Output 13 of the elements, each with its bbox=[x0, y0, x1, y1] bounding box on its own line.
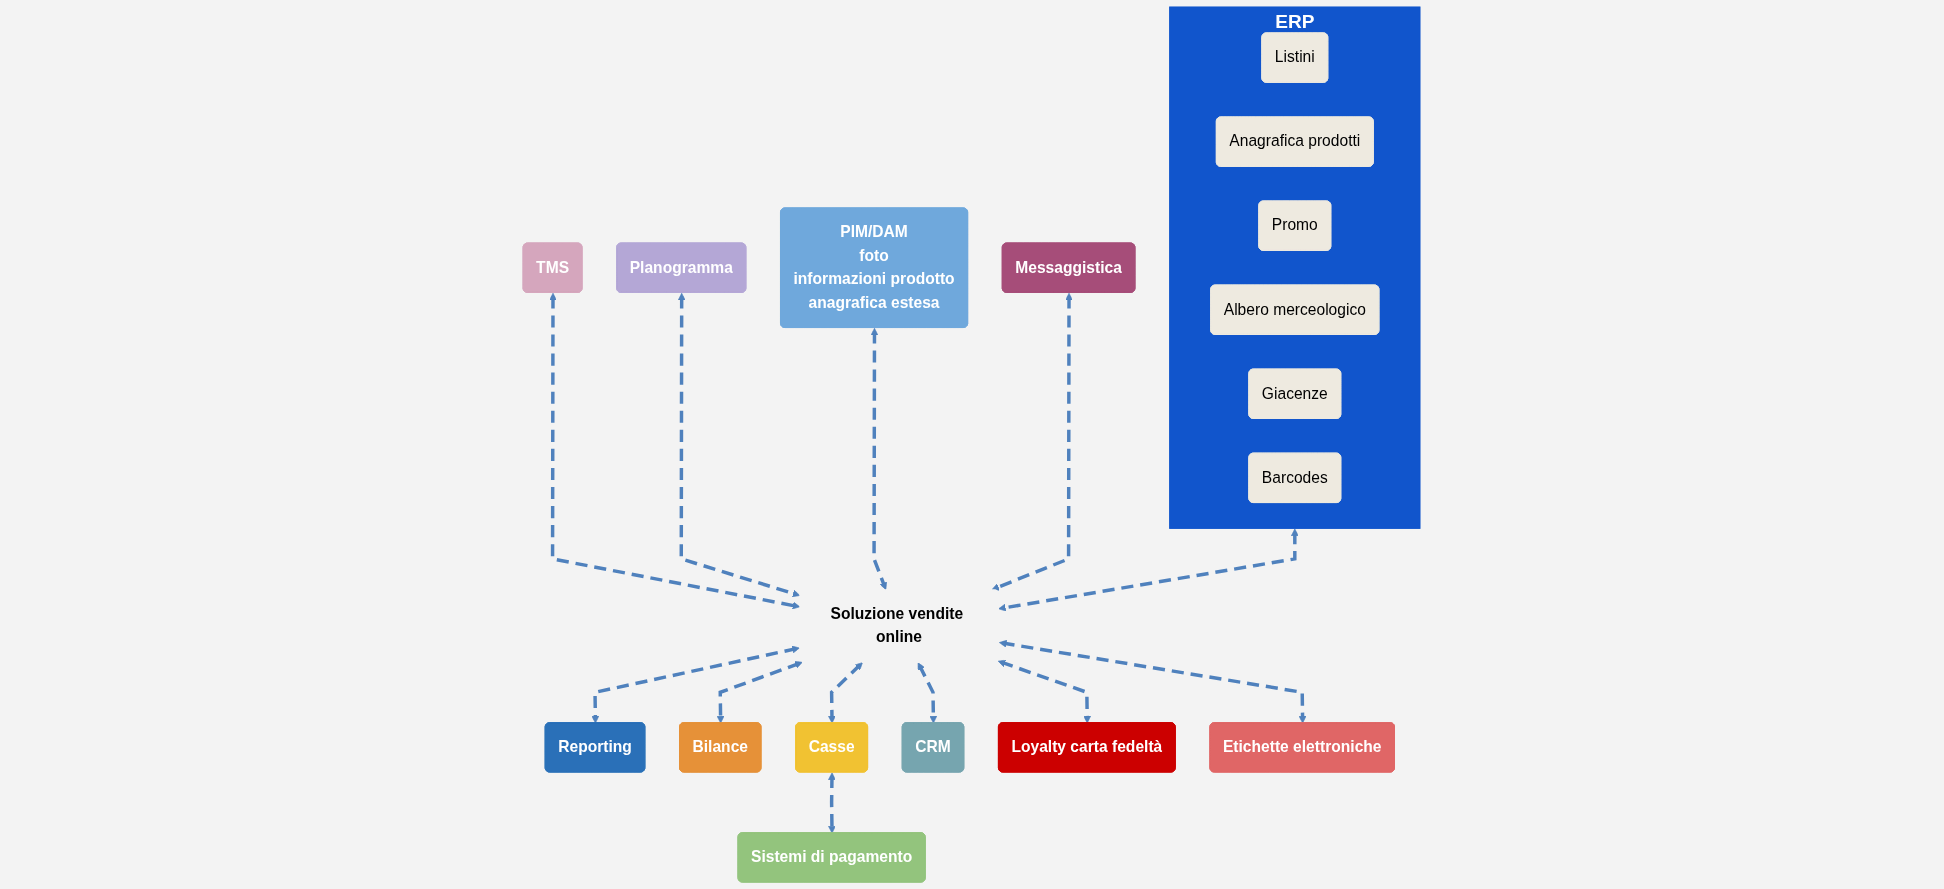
arrow bbox=[828, 772, 837, 834]
arrow bbox=[999, 639, 1307, 724]
arrow bbox=[549, 292, 801, 610]
arrow bbox=[591, 645, 801, 724]
node-text: Soluzione vendite online bbox=[830, 604, 964, 646]
arrow bbox=[992, 292, 1074, 591]
arrow bbox=[678, 292, 801, 598]
arrow bbox=[828, 662, 864, 724]
arrow bbox=[998, 659, 1092, 724]
arrow bbox=[871, 327, 888, 590]
arrow bbox=[998, 528, 1300, 612]
arrow bbox=[717, 661, 804, 724]
arrow bbox=[918, 662, 938, 724]
